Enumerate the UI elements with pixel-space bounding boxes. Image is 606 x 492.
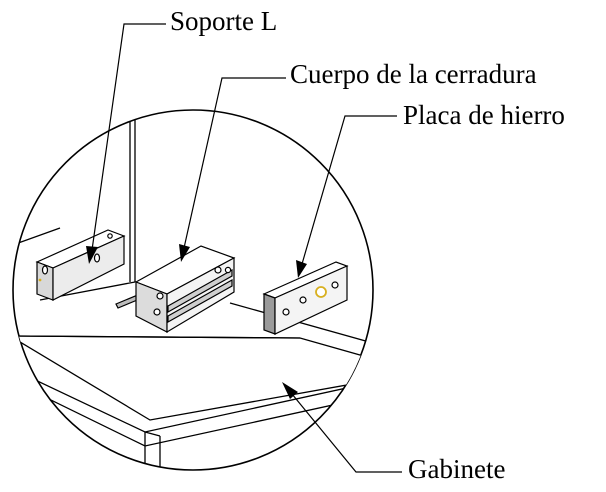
detail-circle (12, 109, 374, 471)
leader-gabinete (291, 393, 402, 473)
arrowheads (86, 244, 307, 399)
label-gabinete: Gabinete (408, 454, 506, 484)
cabinet-scene (13, 110, 373, 470)
arrow-cuerpo (179, 244, 190, 262)
cabinet-top-slab (13, 335, 373, 421)
arrow-gabinete (282, 382, 298, 399)
leader-soporte (91, 23, 166, 251)
iron-plate (262, 261, 349, 335)
arrow-placa (296, 260, 307, 278)
leader-lines (91, 23, 402, 473)
lock-body (115, 245, 236, 334)
leader-placa (301, 115, 397, 265)
label-cuerpo-cerradura: Cuerpo de la cerradura (290, 59, 537, 89)
leader-cuerpo (183, 77, 286, 249)
l-bracket (35, 229, 126, 301)
label-soporte-l: Soporte L (170, 6, 278, 36)
label-placa-hierro: Placa de hierro (403, 100, 565, 130)
arrow-soporte (86, 246, 98, 264)
